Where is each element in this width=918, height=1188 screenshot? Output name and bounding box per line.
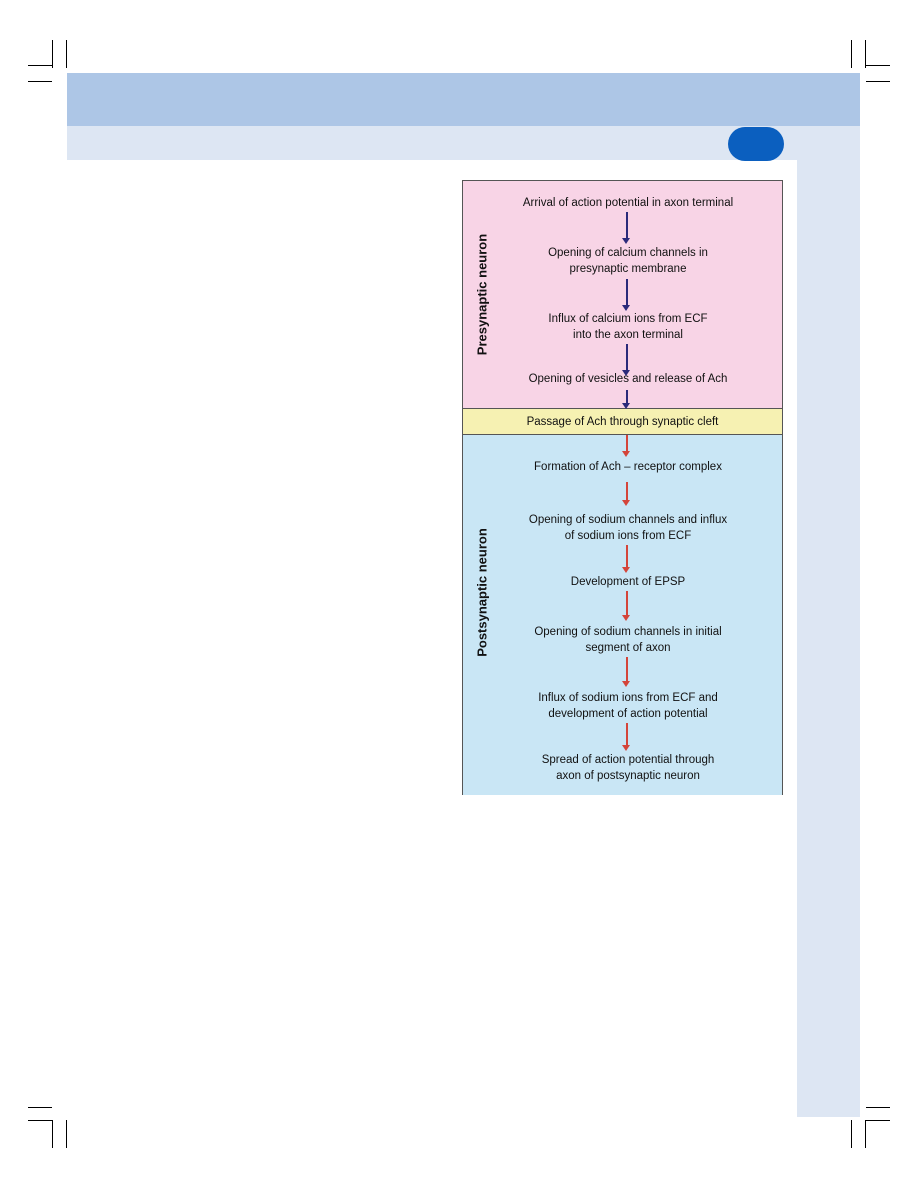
postsynaptic-step-line: of sodium ions from ECF	[564, 530, 692, 542]
flow-arrow	[622, 723, 632, 751]
postsynaptic-step-line: Opening of sodium channels and influx	[528, 514, 728, 526]
crop-mark	[866, 65, 890, 66]
crop-mark	[865, 40, 866, 68]
postsynaptic-step: Opening of sodium channels in initial seg…	[503, 624, 753, 656]
header-band	[67, 73, 860, 126]
postsynaptic-step-line: Spread of action potential through	[541, 754, 715, 766]
presynaptic-step-line: Opening of vesicles and release of Ach	[528, 373, 728, 385]
crop-mark	[52, 40, 53, 68]
postsynaptic-label: Postsynaptic neuron	[474, 528, 490, 657]
presynaptic-step-line: Arrival of action potential in axon term…	[522, 197, 734, 209]
flow-arrow	[622, 390, 632, 409]
postsynaptic-step: Opening of sodium channels and influx of …	[503, 512, 753, 544]
crop-mark	[28, 1120, 52, 1121]
crop-mark	[28, 81, 52, 82]
presynaptic-section: Presynaptic neuron Arrival of action pot…	[463, 181, 782, 409]
presynaptic-step-line: Opening of calcium channels in	[548, 247, 708, 259]
flow-arrow	[622, 344, 632, 376]
postsynaptic-section: Postsynaptic neuron Formation of Ach – r…	[463, 435, 782, 795]
subheader-band	[67, 126, 860, 160]
presynaptic-step: Opening of calcium channels in presynapti…	[503, 245, 753, 277]
crop-mark	[866, 1107, 890, 1108]
postsynaptic-step: Development of EPSP	[503, 574, 753, 590]
flow-arrow	[622, 212, 632, 244]
postsynaptic-step: Spread of action potential through axon o…	[503, 752, 753, 784]
crop-mark	[865, 1120, 866, 1148]
postsynaptic-step: Formation of Ach – receptor complex	[503, 459, 753, 475]
postsynaptic-step-line: development of action potential	[548, 708, 708, 720]
postsynaptic-step-line: Influx of sodium ions from ECF and	[538, 692, 718, 704]
crop-mark	[28, 65, 52, 66]
postsynaptic-step-line: Formation of Ach – receptor complex	[534, 461, 722, 473]
crop-mark	[28, 1107, 52, 1108]
cleft-step: Passage of Ach through synaptic cleft	[526, 416, 719, 428]
presynaptic-step: Opening of vesicles and release of Ach	[503, 371, 753, 387]
presynaptic-label: Presynaptic neuron	[474, 233, 490, 356]
flow-arrow	[622, 657, 632, 687]
postsynaptic-step-line: Development of EPSP	[570, 576, 686, 588]
crop-mark	[66, 1120, 67, 1148]
postsynaptic-step-line: segment of axon	[585, 642, 671, 654]
crop-mark	[851, 1120, 852, 1148]
presynaptic-step: Influx of calcium ions from ECF into the …	[503, 311, 753, 343]
flow-arrow	[622, 435, 632, 457]
crop-mark	[851, 40, 852, 68]
flow-arrow	[622, 279, 632, 311]
crop-mark	[866, 81, 890, 82]
crop-mark	[52, 1120, 53, 1148]
synaptic-cleft-section: Passage of Ach through synaptic cleft	[463, 409, 782, 435]
presynaptic-step-line: presynaptic membrane	[569, 263, 687, 275]
crop-mark	[66, 40, 67, 68]
presynaptic-step-line: Influx of calcium ions from ECF	[548, 313, 708, 325]
flow-arrow	[622, 482, 632, 506]
synaptic-transmission-flowchart: Presynaptic neuron Arrival of action pot…	[462, 180, 783, 795]
page-number-badge	[728, 127, 784, 161]
flow-arrow	[622, 591, 632, 621]
side-margin-column	[797, 160, 860, 1117]
postsynaptic-step: Influx of sodium ions from ECF and develo…	[503, 690, 753, 722]
presynaptic-step: Arrival of action potential in axon term…	[503, 195, 753, 211]
postsynaptic-step-line: axon of postsynaptic neuron	[556, 770, 700, 782]
presynaptic-step-line: into the axon terminal	[573, 329, 683, 341]
crop-mark	[866, 1120, 890, 1121]
flow-arrow	[622, 545, 632, 573]
postsynaptic-step-line: Opening of sodium channels in initial	[534, 626, 722, 638]
